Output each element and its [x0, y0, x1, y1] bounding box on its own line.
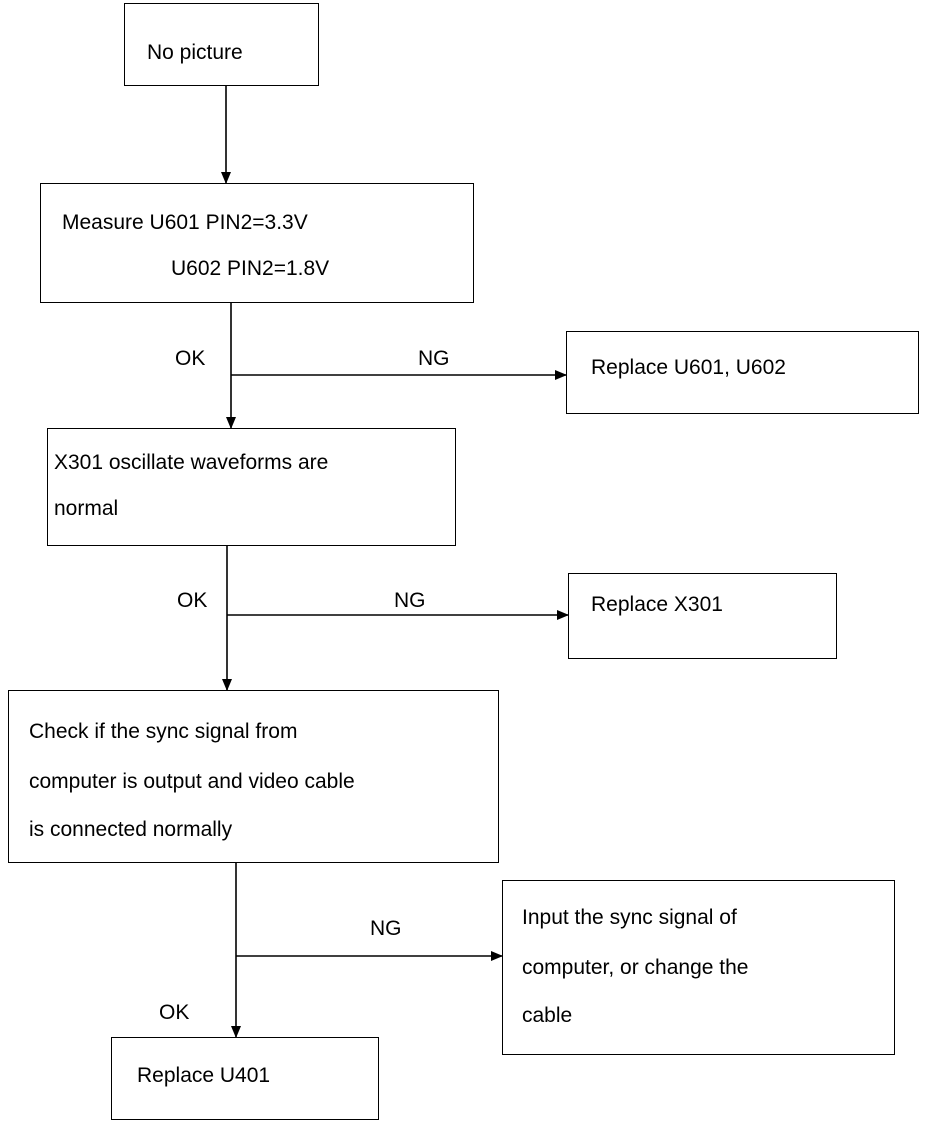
node-input-sync-signal: Input the sync signal of computer, or ch… — [502, 880, 895, 1055]
edge-label-ng-1: NG — [418, 347, 450, 370]
node-sync-signal-check: Check if the sync signal from computer i… — [8, 690, 499, 863]
node-measure-voltages: Measure U601 PIN2=3.3V U602 PIN2=1.8V — [40, 183, 474, 303]
node-input-sync-line2: computer, or change the — [522, 956, 749, 979]
node-replace-x301: Replace X301 — [568, 573, 837, 659]
edge-label-ng-3: NG — [370, 917, 402, 940]
node-sync-check-line1: Check if the sync signal from — [29, 720, 298, 743]
node-replace-x301-label: Replace X301 — [591, 593, 723, 616]
node-measure-line1: Measure U601 PIN2=3.3V — [62, 211, 308, 234]
edge-label-ok-2: OK — [177, 589, 208, 612]
node-measure-line2: U602 PIN2=1.8V — [171, 257, 330, 280]
node-no-picture-label: No picture — [147, 41, 243, 64]
node-x301-oscillate: X301 oscillate waveforms are normal — [47, 428, 456, 546]
node-replace-u601-label: Replace U601, U602 — [591, 356, 786, 379]
node-input-sync-line3: cable — [522, 1004, 573, 1027]
edge-label-ng-2: NG — [394, 589, 426, 612]
node-replace-u401: Replace U401 — [111, 1037, 379, 1120]
node-sync-check-line3: is connected normally — [29, 818, 233, 841]
edge-label-ok-3: OK — [159, 1001, 190, 1024]
node-replace-u401-label: Replace U401 — [137, 1064, 271, 1087]
node-no-picture: No picture — [124, 3, 319, 86]
node-x301-line2: normal — [54, 497, 119, 520]
edge-label-ok-1: OK — [175, 347, 206, 370]
node-input-sync-line1: Input the sync signal of — [522, 906, 737, 929]
node-sync-check-line2: computer is output and video cable — [29, 770, 355, 793]
node-x301-line1: X301 oscillate waveforms are — [54, 451, 329, 474]
node-replace-u601-u602: Replace U601, U602 — [566, 331, 919, 414]
